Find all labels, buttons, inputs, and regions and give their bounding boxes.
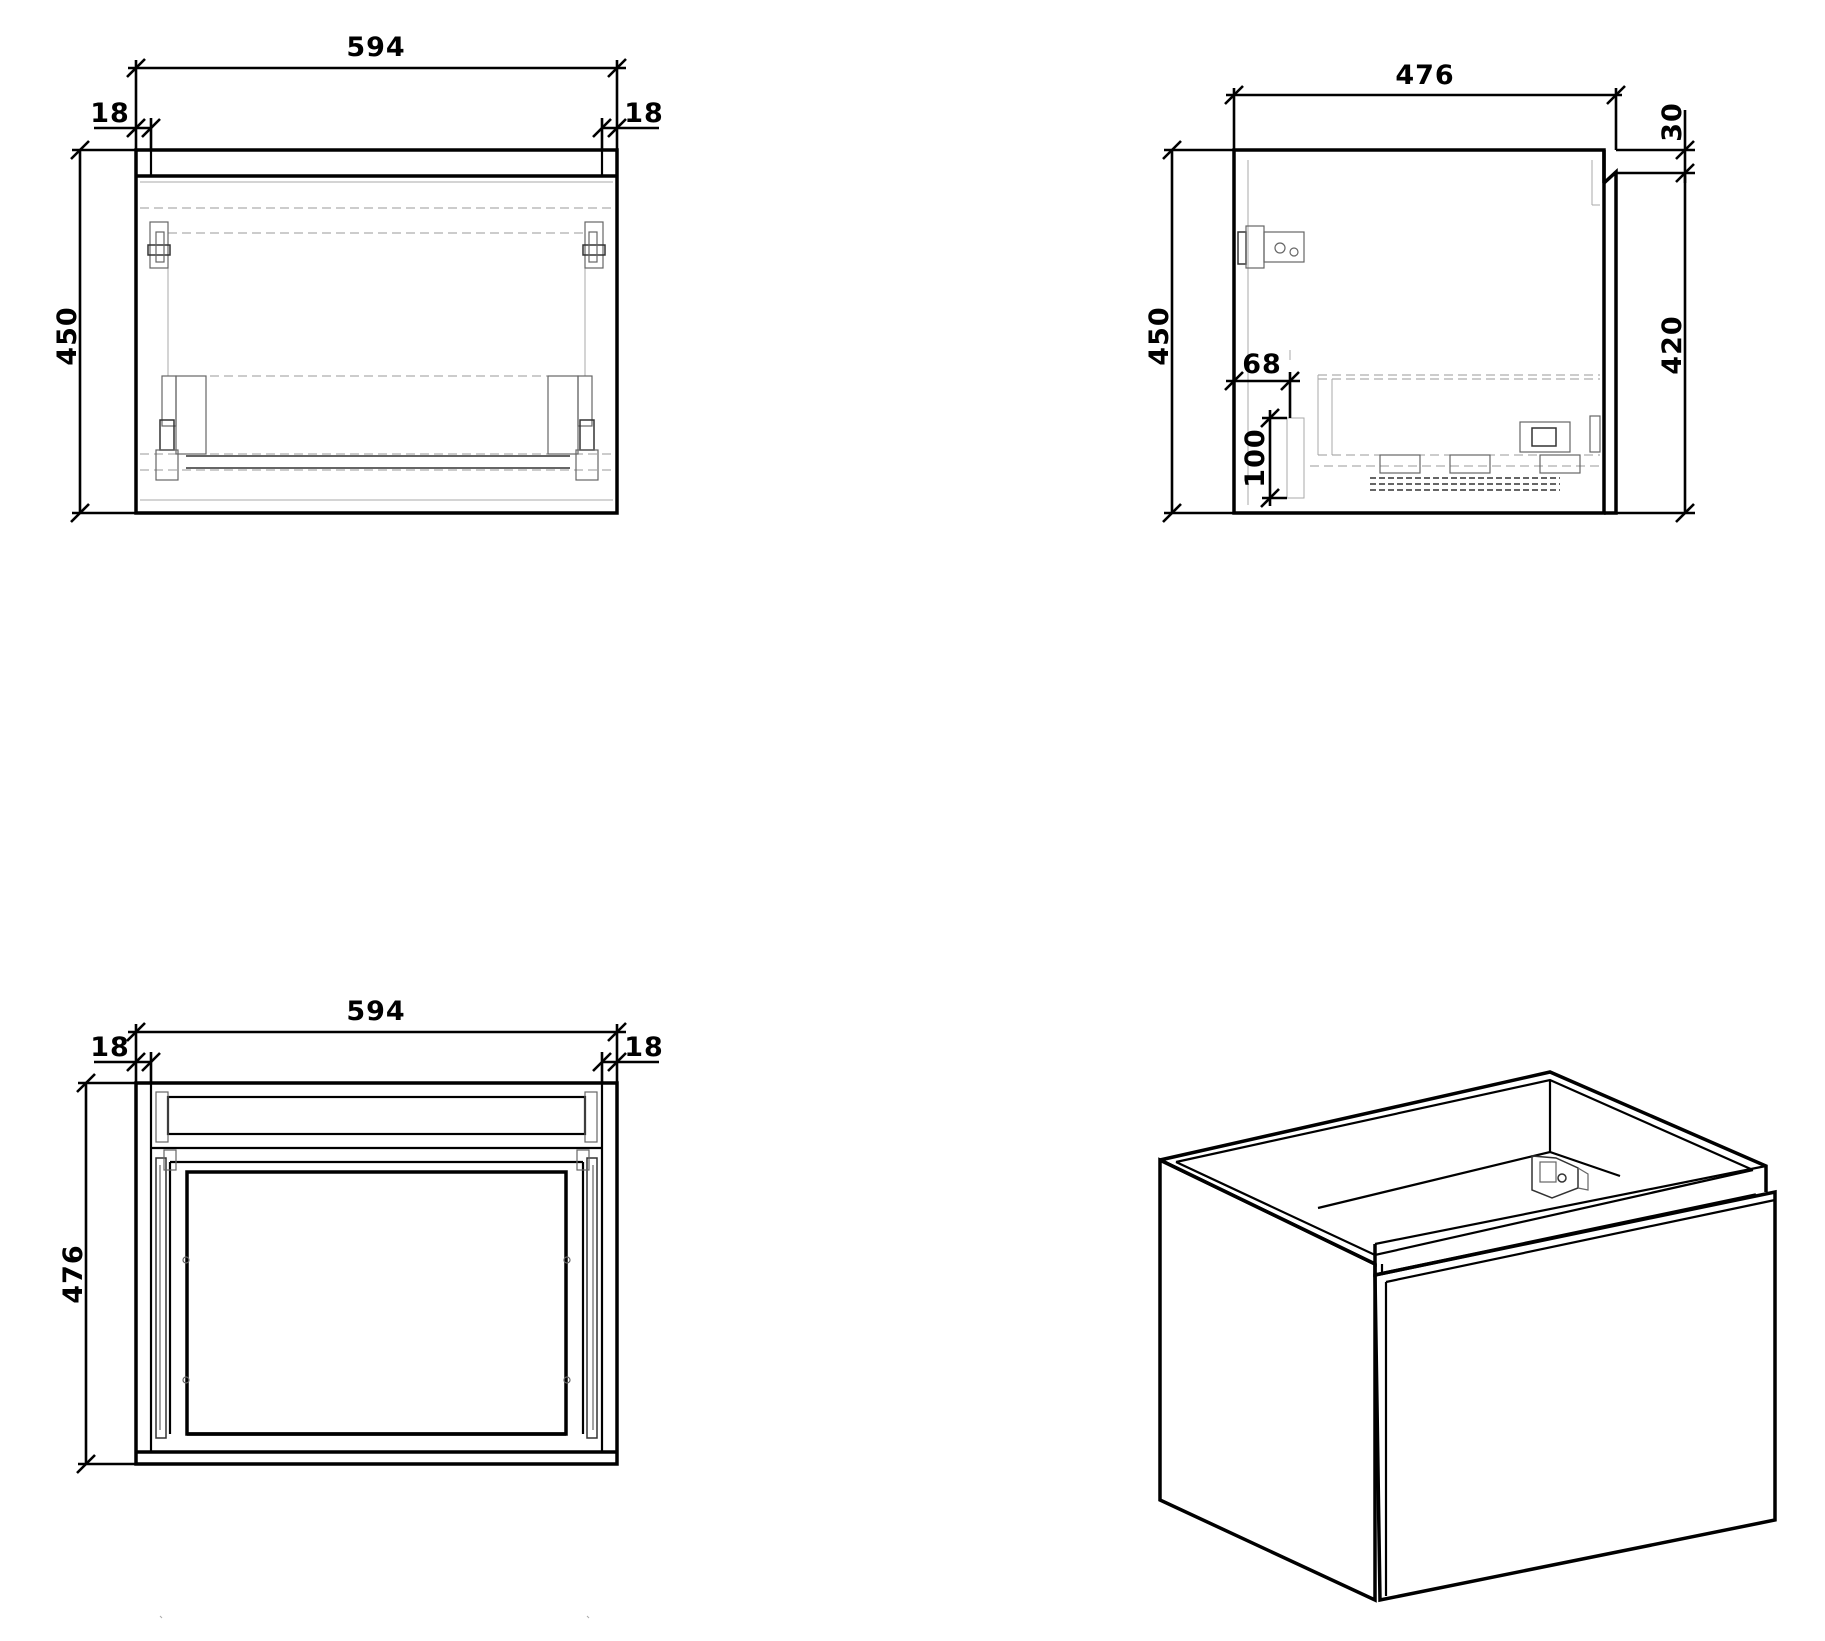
top-dim-side-right: 18 [591, 1032, 664, 1083]
front-runner-left-icon [155, 375, 207, 481]
iso-door-panel [1373, 1189, 1777, 1603]
side-dim-offset-y: 100 [1240, 407, 1287, 509]
front-dim-side-right: 18 [591, 98, 664, 150]
front-hinge-right-icon [582, 221, 606, 269]
front-view: 594 18 18 450 [52, 32, 664, 524]
side-cabinet-outline [1232, 148, 1606, 515]
side-dim-front-height: 420 [1616, 173, 1696, 524]
iso-left-panel [1158, 1157, 1377, 1603]
side-dim-height: 450 [1144, 139, 1234, 524]
front-dim-width: 594 [125, 32, 628, 150]
top-dim-side-left: 18 [90, 1032, 162, 1083]
top-cabinet-outline [134, 1081, 619, 1466]
top-drawer-box [185, 1170, 568, 1436]
side-front-height-label: 420 [1657, 315, 1688, 374]
side-height-label: 450 [1144, 306, 1175, 365]
side-offset-y-label: 100 [1240, 428, 1271, 487]
top-runner-left-icon [155, 1091, 190, 1439]
side-offset-x-label: 68 [1242, 349, 1282, 380]
side-runner-icon [1379, 415, 1601, 474]
front-dim-side-left: 18 [90, 98, 162, 150]
side-dim-depth: 476 [1223, 60, 1627, 150]
side-view: 476 450 30 420 [1144, 60, 1696, 524]
top-width-label: 594 [346, 996, 405, 1027]
top-dim-width: 594 [125, 996, 628, 1083]
front-runner-right-icon [547, 375, 599, 481]
front-dim-height: 450 [52, 139, 136, 524]
front-hinge-left-icon [147, 221, 171, 269]
top-depth-label: 476 [58, 1244, 89, 1303]
side-dim-offset-x: 68 [1223, 349, 1301, 418]
top-runner-right-icon [563, 1091, 598, 1439]
front-cabinet-outline [134, 148, 619, 515]
front-width-label: 594 [346, 32, 405, 63]
top-side-left-label: 18 [90, 1032, 130, 1063]
isometric-view [1158, 1070, 1777, 1603]
front-height-label: 450 [52, 306, 83, 365]
side-hinge-icon [1237, 225, 1305, 269]
front-side-left-label: 18 [90, 98, 130, 129]
iso-hinge-icon [1531, 1155, 1589, 1199]
side-depth-label: 476 [1395, 60, 1454, 91]
side-dim-top-gap: 30 [1616, 102, 1696, 184]
front-side-right-label: 18 [624, 98, 664, 129]
top-back-rail [166, 1095, 587, 1136]
side-top-gap-label: 30 [1657, 102, 1688, 142]
iso-top-frame [1159, 1070, 1768, 1192]
side-door-profile [1602, 168, 1618, 515]
top-dim-depth: 476 [58, 1072, 136, 1475]
top-side-right-label: 18 [624, 1032, 664, 1063]
top-view: 594 18 18 476 [58, 996, 664, 1475]
